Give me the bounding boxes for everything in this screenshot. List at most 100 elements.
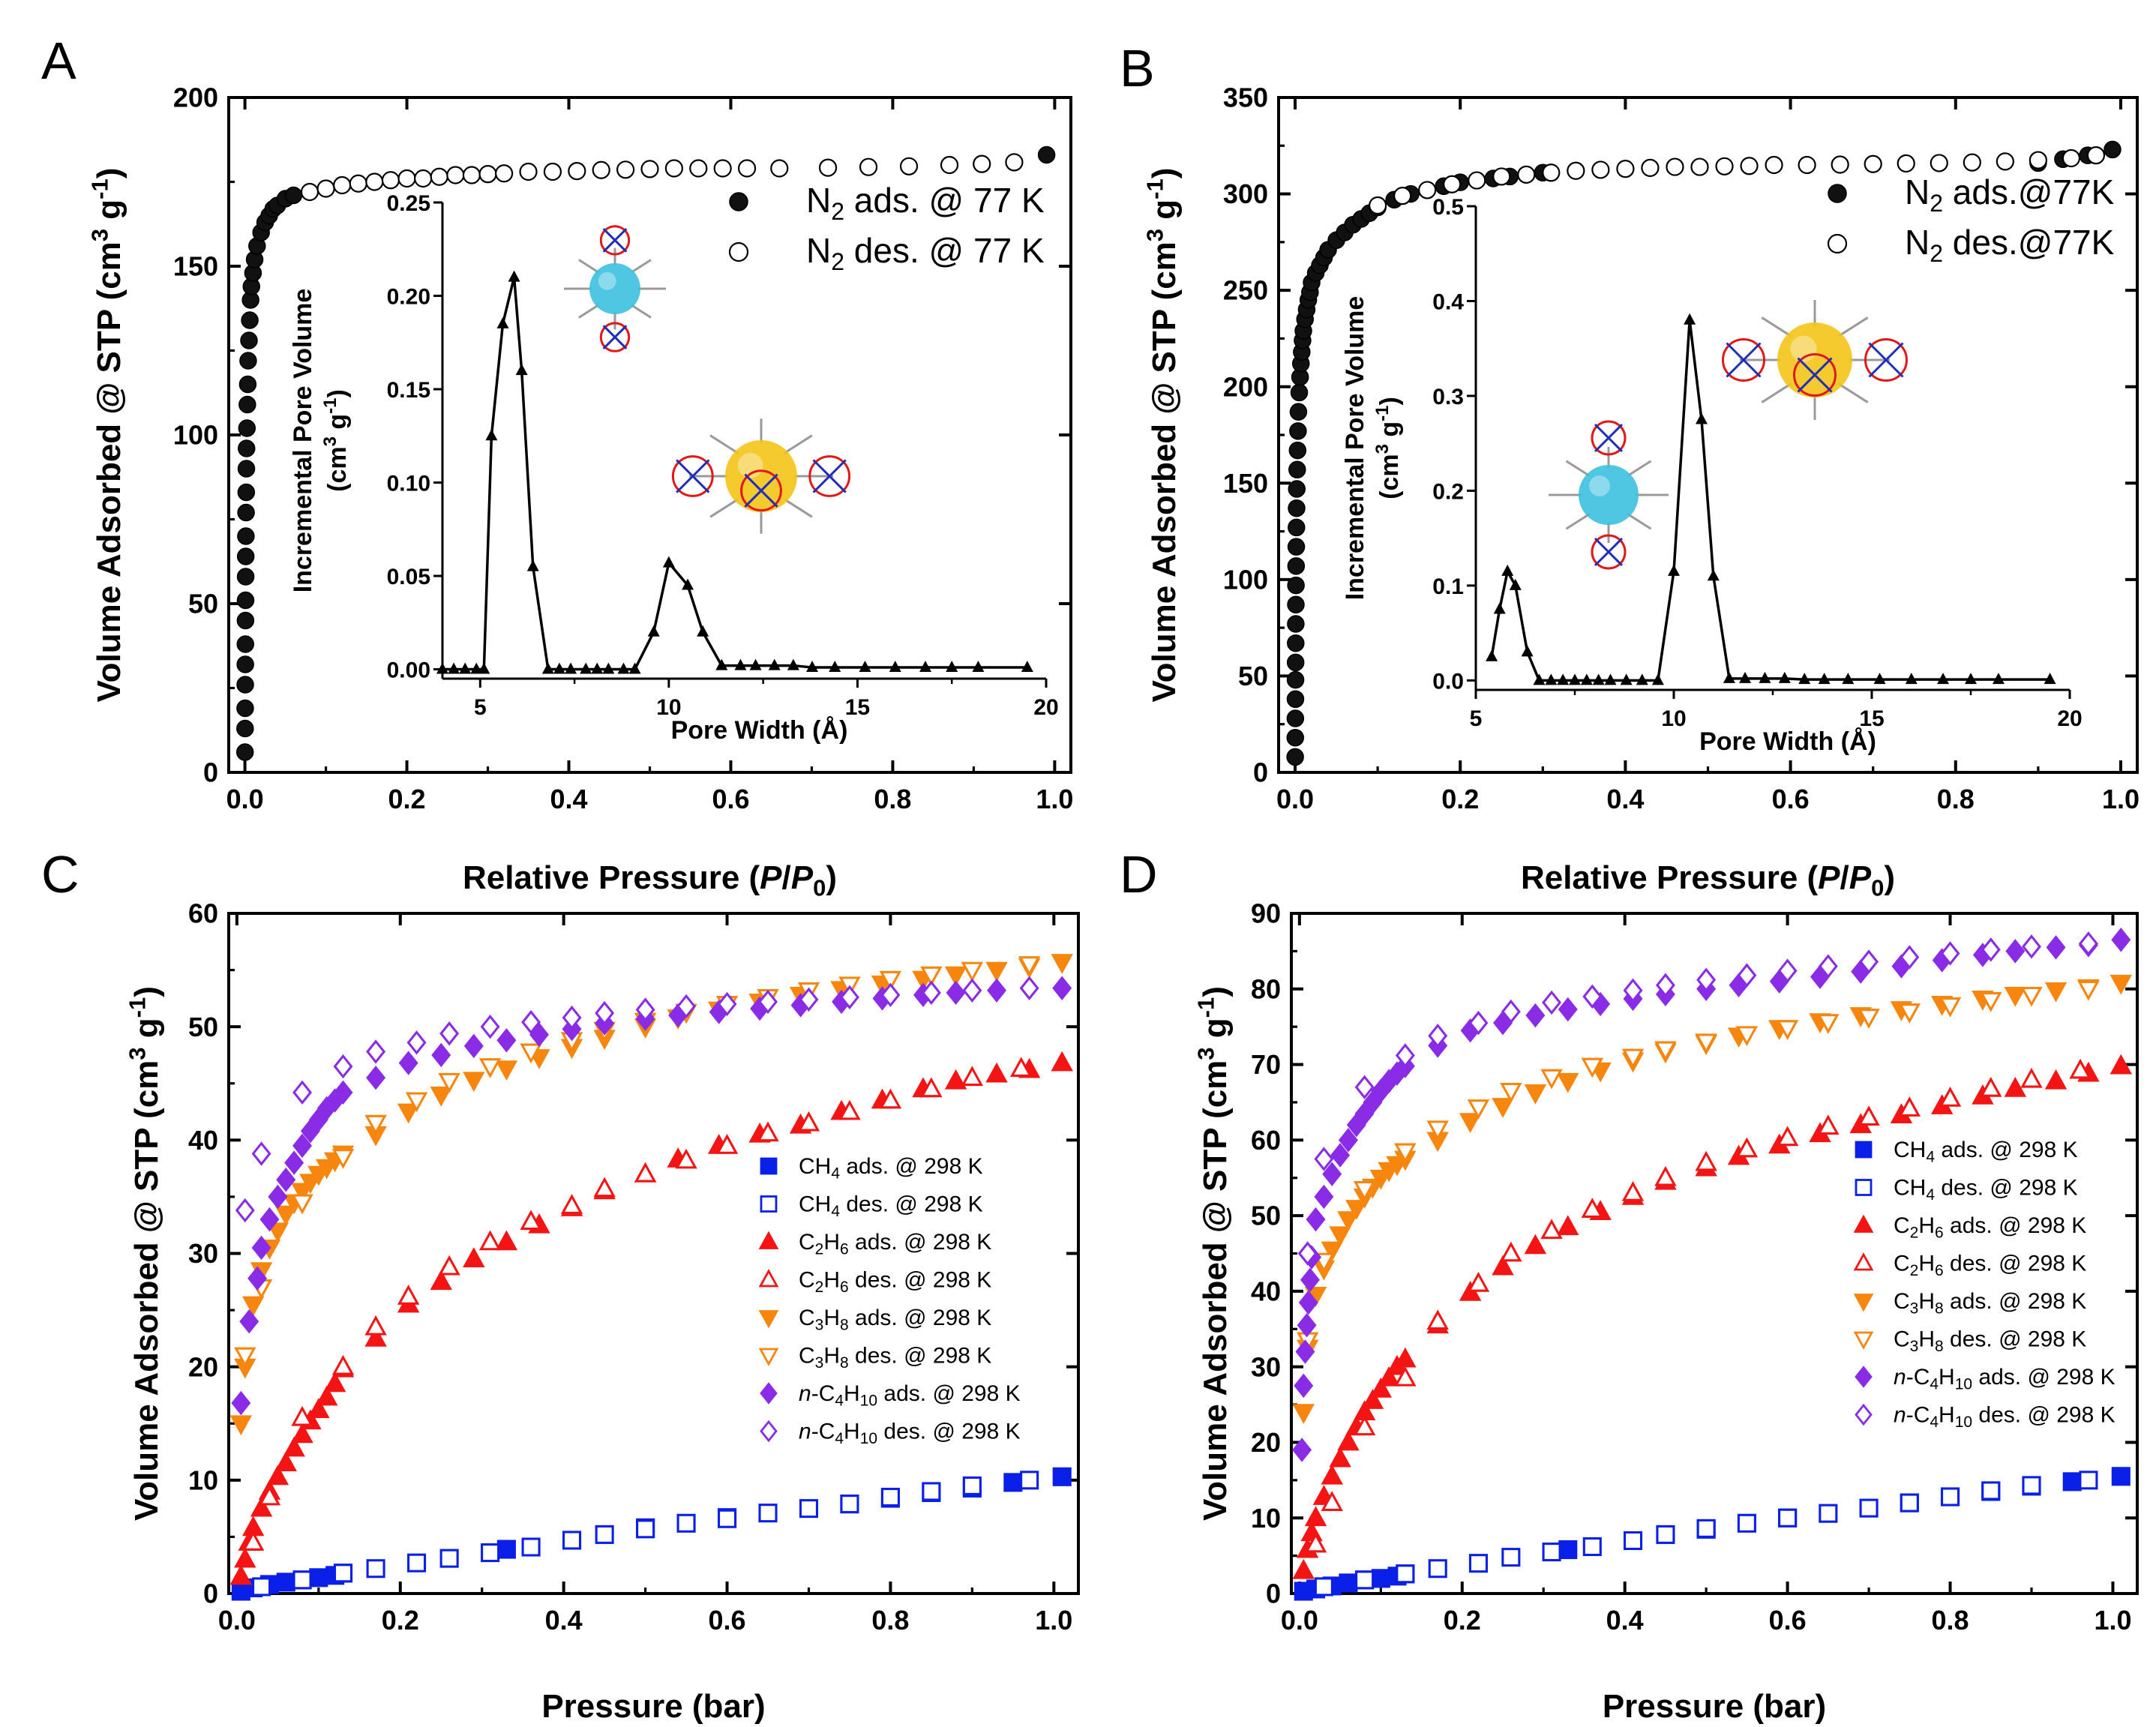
inset-data-point bbox=[628, 662, 641, 674]
data-point bbox=[284, 1150, 304, 1175]
data-point bbox=[1558, 1540, 1578, 1560]
legend-label: CH4 ads. @ 298 K bbox=[1894, 1138, 2078, 1166]
series-2 bbox=[300, 153, 1024, 202]
data-point bbox=[251, 1141, 271, 1166]
data-point bbox=[1582, 1537, 1602, 1557]
main-y-tick-label: 50 bbox=[1251, 1201, 1281, 1231]
data-point bbox=[1900, 945, 1920, 970]
main-x-tick-label: 0.0 bbox=[1276, 784, 1314, 814]
data-point bbox=[1395, 1043, 1415, 1068]
main-x-tick-label: 0.0 bbox=[1281, 1605, 1318, 1636]
legend-label: n-C4H10 ads. @ 298 K bbox=[1894, 1365, 2116, 1393]
legend-symbol bbox=[758, 1310, 779, 1329]
data-point bbox=[2020, 986, 2043, 1007]
panel-letter: B bbox=[1120, 39, 1155, 97]
data-point bbox=[1459, 1113, 1482, 1133]
inset-data-point bbox=[1818, 673, 1831, 685]
inset-data-point bbox=[2044, 673, 2056, 685]
legend-symbol bbox=[1827, 233, 1848, 254]
data-point bbox=[496, 1540, 516, 1559]
data-point bbox=[1354, 1075, 1375, 1100]
data-point bbox=[1981, 937, 2001, 962]
inset-y-tick-label: 0.0 bbox=[1432, 669, 1464, 694]
legend-label: C2H6 ads. @ 298 K bbox=[1894, 1213, 2086, 1242]
data-point bbox=[1818, 954, 1838, 979]
data-point bbox=[1542, 163, 1561, 182]
data-point bbox=[1394, 1143, 1417, 1164]
main-y-tick-label: 150 bbox=[1223, 468, 1268, 499]
y-axis-title: Volume Adsorbed @ STP (cm3 g-1) bbox=[1141, 168, 1183, 703]
cage-linker bbox=[1838, 382, 1869, 403]
main-x-tick-label: 0.2 bbox=[1441, 784, 1479, 814]
data-point bbox=[1010, 1057, 1033, 1077]
data-point bbox=[1304, 1532, 1327, 1553]
inset-data-point bbox=[1533, 673, 1546, 685]
cage-linker bbox=[578, 304, 600, 319]
y-axis-title: Volume Adsorbed @ STP (cm3 g-1) bbox=[124, 986, 165, 1521]
data-point bbox=[1542, 990, 1562, 1015]
data-point bbox=[349, 174, 367, 193]
data-point bbox=[1777, 958, 1798, 983]
inset-y-tick-label: 0.10 bbox=[387, 472, 430, 496]
inset-y-tick-label: 0.5 bbox=[1432, 195, 1464, 220]
legend-label: n-C4H10 des. @ 298 K bbox=[1894, 1403, 2116, 1432]
cage-linker bbox=[783, 434, 813, 454]
large-cage-illustration bbox=[671, 418, 851, 534]
data-point bbox=[316, 1385, 338, 1406]
inset-data-point bbox=[1569, 673, 1581, 685]
data-point bbox=[283, 1436, 305, 1457]
cage-linker bbox=[1761, 382, 1792, 403]
data-point bbox=[1468, 1554, 1489, 1573]
data-point bbox=[1963, 153, 1981, 172]
legend-label: C3H8 ads. @ 298 K bbox=[1894, 1289, 2086, 1318]
data-point bbox=[1715, 157, 1734, 175]
data-point bbox=[236, 547, 255, 565]
data-point bbox=[1321, 1241, 1343, 1262]
inset-data-point bbox=[470, 662, 483, 674]
main-x-tick-label: 0.6 bbox=[709, 1605, 746, 1636]
data-point bbox=[1500, 1082, 1522, 1103]
legend-label: N2 ads. @ 77 K bbox=[806, 181, 1045, 225]
data-point bbox=[397, 1285, 420, 1305]
data-point bbox=[2062, 1472, 2082, 1492]
data-point bbox=[276, 1573, 295, 1592]
data-point bbox=[438, 1255, 460, 1276]
data-point bbox=[595, 1525, 614, 1544]
main-y-tick-label: 0 bbox=[1253, 757, 1268, 788]
inset-y-axis-title-line1: Incremental Pore Volume bbox=[289, 289, 317, 593]
inset-x-axis-title: Pore Width (Å) bbox=[1699, 727, 1876, 756]
data-point bbox=[236, 676, 254, 694]
data-point bbox=[1286, 653, 1305, 672]
data-point bbox=[238, 419, 256, 437]
main-x-tick-label: 0.4 bbox=[1606, 1605, 1644, 1636]
legend-label: n-C4H10 des. @ 298 K bbox=[799, 1420, 1021, 1448]
data-point bbox=[529, 1022, 549, 1047]
data-point bbox=[1287, 576, 1305, 595]
data-point bbox=[1288, 499, 1306, 517]
data-point bbox=[1819, 1504, 1838, 1523]
data-point bbox=[1501, 1548, 1521, 1567]
data-point bbox=[397, 169, 416, 188]
inset-y-axis-title-line2: (cm3 g-1) bbox=[320, 389, 352, 492]
x-axis-title: Relative Pressure (P/P0) bbox=[1521, 859, 1895, 901]
data-point bbox=[839, 985, 859, 1010]
main-x-tick-label: 0.8 bbox=[1937, 784, 1975, 814]
main-y-tick-label: 200 bbox=[173, 82, 218, 113]
metal-cluster-bond bbox=[1594, 537, 1624, 567]
data-point bbox=[1426, 1120, 1449, 1141]
data-point bbox=[1468, 1010, 1489, 1036]
data-point bbox=[1859, 949, 1879, 974]
data-point bbox=[1286, 670, 1305, 689]
data-point bbox=[496, 1028, 517, 1053]
series-layer bbox=[1292, 928, 2133, 1601]
data-point bbox=[961, 1066, 984, 1087]
data-point bbox=[1654, 1041, 1677, 1062]
data-point bbox=[292, 1133, 313, 1159]
pore-sphere-highlight bbox=[598, 271, 616, 290]
inset-data-point bbox=[715, 658, 728, 670]
data-point bbox=[239, 352, 257, 370]
data-point bbox=[1287, 595, 1305, 614]
cage-linker bbox=[630, 304, 652, 319]
main-x-tick-label: 0.8 bbox=[871, 1605, 909, 1636]
